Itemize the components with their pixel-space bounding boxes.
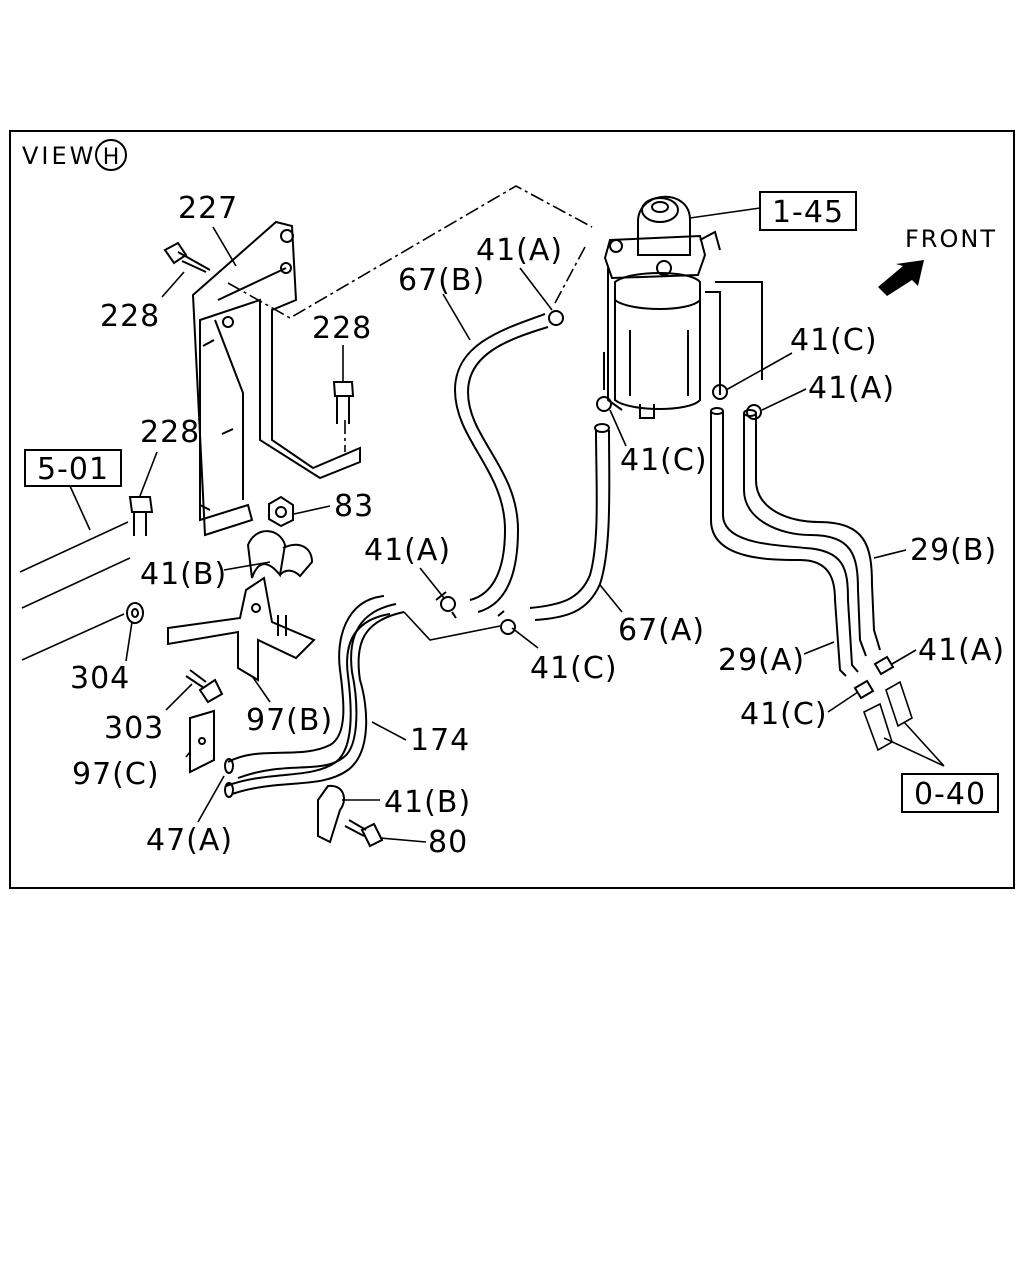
- hose-67a: [529, 423, 611, 621]
- callout-41c-filter-left: 41(C): [620, 443, 708, 478]
- ref-box-5-01: [24, 449, 122, 487]
- hose-29b: [743, 409, 881, 657]
- ref-box-0-40: [901, 773, 999, 813]
- callout-97b: 97(B): [246, 703, 333, 738]
- callout-41b-lower: 41(B): [384, 785, 471, 820]
- washer-304: [126, 602, 144, 624]
- callout-97c: 97(C): [72, 757, 160, 792]
- callout-83: 83: [334, 489, 374, 524]
- view-marker: H: [103, 145, 120, 170]
- bolt-228-left: [128, 496, 154, 536]
- bracket-97b: [167, 576, 316, 682]
- clamp-41c-filter-left: [596, 396, 612, 412]
- view-marker-circle: [95, 139, 127, 171]
- callout-228-right: 228: [312, 311, 372, 346]
- diagram-frame: [9, 130, 1015, 889]
- callout-41a-center: 41(A): [364, 533, 451, 568]
- clamp-41b-upper: [246, 530, 314, 579]
- bolt-80: [344, 819, 384, 848]
- fuel-filter-1-45: [603, 195, 763, 419]
- callout-67a: 67(A): [618, 613, 705, 648]
- clamp-41c-filter-right: [712, 384, 728, 400]
- bracket-227: [191, 220, 361, 537]
- hose-29a: [710, 407, 859, 677]
- nut-83: [268, 495, 294, 528]
- callout-174: 174: [410, 723, 470, 758]
- callout-303: 303: [104, 711, 164, 746]
- front-label: FRONT: [905, 225, 997, 253]
- fitting-41a-right: [873, 655, 895, 676]
- view-label: VIEW: [22, 142, 96, 170]
- bolt-228-top: [163, 241, 211, 273]
- callout-41c-right: 41(C): [740, 697, 828, 732]
- clamp-41a-filter-right: [746, 404, 762, 420]
- ref-0-40: 0-40: [914, 777, 986, 812]
- callout-67b: 67(B): [398, 263, 485, 298]
- callout-304: 304: [70, 661, 130, 696]
- ref-1-45: 1-45: [772, 195, 844, 230]
- front-arrow-icon: [878, 260, 924, 296]
- ref-box-1-45: [759, 191, 857, 231]
- callout-29b: 29(B): [910, 533, 997, 568]
- callout-47a: 47(A): [146, 823, 233, 858]
- callout-41a-top: 41(A): [476, 233, 563, 268]
- callout-41b-upper: 41(B): [140, 557, 227, 592]
- callout-41c-center: 41(C): [530, 651, 618, 686]
- callout-41c-filter-right: 41(C): [790, 323, 878, 358]
- callout-41a-filter-right: 41(A): [808, 371, 895, 406]
- callout-228-left: 228: [140, 415, 200, 450]
- frame-rail-5-01: [19, 521, 131, 661]
- callout-29a: 29(A): [718, 643, 805, 678]
- clip-41b-lower: [317, 784, 345, 844]
- clamp-41a-top: [548, 310, 564, 326]
- clamp-41c-center: [497, 610, 516, 635]
- pad-97c: [189, 709, 215, 774]
- ref-5-01: 5-01: [37, 452, 109, 487]
- pipe-174: [224, 595, 405, 798]
- leader-lines: [69, 226, 945, 843]
- callout-80: 80: [428, 825, 468, 860]
- bolt-228-right: [332, 381, 355, 424]
- fitting-41c-right: [853, 679, 875, 700]
- callout-228-top: 228: [100, 299, 160, 334]
- hose-67b: [453, 313, 549, 613]
- clamp-41a-center: [435, 591, 457, 619]
- callout-41a-right: 41(A): [918, 633, 1005, 668]
- bolt-303: [185, 669, 224, 704]
- callout-227: 227: [178, 191, 238, 226]
